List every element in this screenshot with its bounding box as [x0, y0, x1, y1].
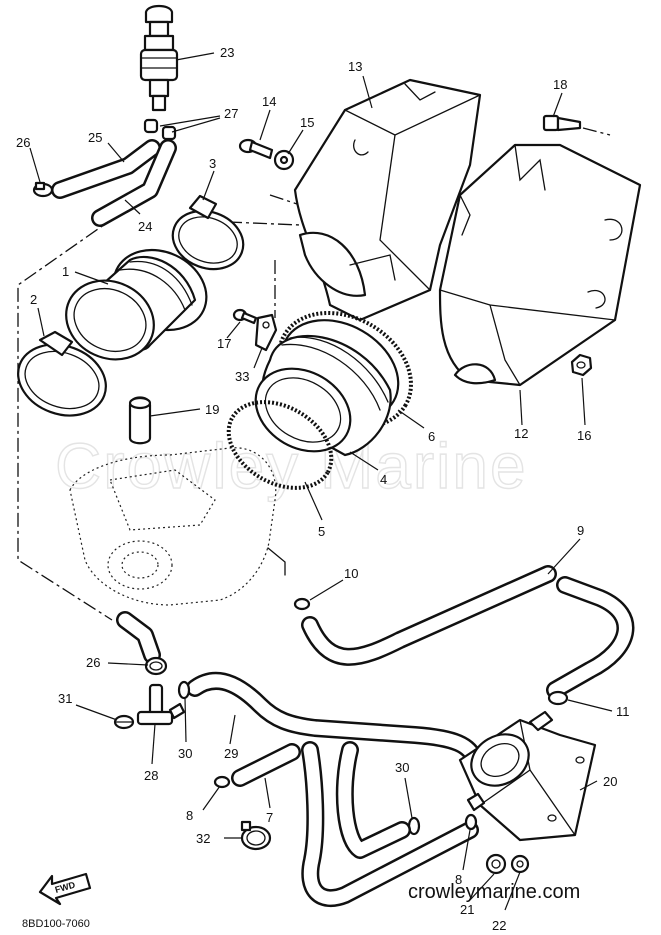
intake-sleeve-1	[65, 248, 208, 361]
t-joint-28	[136, 683, 186, 726]
callout-9: 9	[577, 523, 584, 538]
clamp-26-lower	[144, 656, 168, 676]
bracket-33	[254, 313, 278, 352]
callout-7: 7	[266, 810, 273, 825]
clip-11	[547, 690, 569, 706]
callout-26-top: 26	[16, 135, 30, 150]
washer-15	[273, 149, 295, 171]
callout-2: 2	[30, 292, 37, 307]
hose-9	[301, 565, 635, 699]
clip-pair	[143, 118, 177, 141]
clip-8-left	[213, 775, 231, 789]
callout-13: 13	[348, 59, 362, 74]
callout-23: 23	[220, 45, 234, 60]
callout-8-right: 8	[455, 872, 462, 887]
clip-30-left	[177, 680, 191, 700]
forward-arrow: FWD	[38, 872, 92, 906]
nut-16	[570, 353, 593, 377]
clip-10	[293, 597, 311, 611]
fuel-pump-20	[458, 710, 597, 842]
callout-22: 22	[492, 918, 506, 933]
cap-19	[128, 396, 152, 445]
callout-15: 15	[300, 115, 314, 130]
callout-17: 17	[217, 336, 231, 351]
callout-33: 33	[235, 369, 249, 384]
clamp-32	[240, 820, 272, 851]
callout-27: 27	[224, 106, 238, 121]
joint-4	[254, 319, 400, 457]
hose-long-lower	[301, 741, 479, 908]
callout-12: 12	[514, 426, 528, 441]
callout-20: 20	[603, 774, 617, 789]
callout-30-left: 30	[178, 746, 192, 761]
screw-17	[232, 308, 258, 325]
o-ring-5	[226, 400, 334, 490]
clip-8-right	[464, 813, 478, 831]
callout-32: 32	[196, 831, 210, 846]
callout-6: 6	[428, 429, 435, 444]
callout-3: 3	[209, 156, 216, 171]
leader-lines	[29, 52, 613, 911]
callout-1: 1	[62, 264, 69, 279]
callout-28: 28	[144, 768, 158, 783]
bolt-14	[238, 138, 274, 160]
callout-29: 29	[224, 746, 238, 761]
bolt-18	[542, 114, 582, 132]
hose-24	[91, 139, 177, 227]
clamp-26-top	[32, 181, 54, 198]
hose-7	[231, 743, 301, 787]
clamp-2	[17, 330, 107, 417]
callout-18: 18	[553, 77, 567, 92]
vacuum-valve-assembly	[139, 4, 179, 112]
callout-25: 25	[88, 130, 102, 145]
callout-4: 4	[380, 472, 387, 487]
grommet-21	[485, 853, 507, 875]
callout-19: 19	[205, 402, 219, 417]
clamp-3	[171, 194, 245, 271]
drawing-code: 8BD100-7060	[22, 918, 90, 930]
callout-8-left: 8	[186, 808, 193, 823]
callout-21: 21	[460, 902, 474, 917]
callout-30-right: 30	[395, 760, 409, 775]
short-hose-lower	[116, 611, 161, 664]
hose-25	[51, 139, 161, 199]
air-box-upper	[293, 78, 482, 322]
callout-labels: 23 27 25 26 24 3 14 15 13 18 1 2 17 33 1…	[16, 45, 630, 933]
callout-14: 14	[262, 94, 276, 109]
callout-31: 31	[58, 691, 72, 706]
clip-31	[113, 714, 135, 730]
engine-outline	[69, 447, 286, 606]
air-box-lower	[438, 143, 642, 387]
callout-11: 11	[616, 704, 630, 719]
collar-22	[510, 854, 530, 874]
website-text: crowleymarine.com	[408, 881, 580, 903]
hose-29	[186, 671, 484, 769]
callout-26-lower: 26	[86, 655, 100, 670]
callout-5: 5	[318, 524, 325, 539]
callout-24: 24	[138, 219, 152, 234]
callout-16: 16	[577, 428, 591, 443]
callout-10: 10	[344, 566, 358, 581]
